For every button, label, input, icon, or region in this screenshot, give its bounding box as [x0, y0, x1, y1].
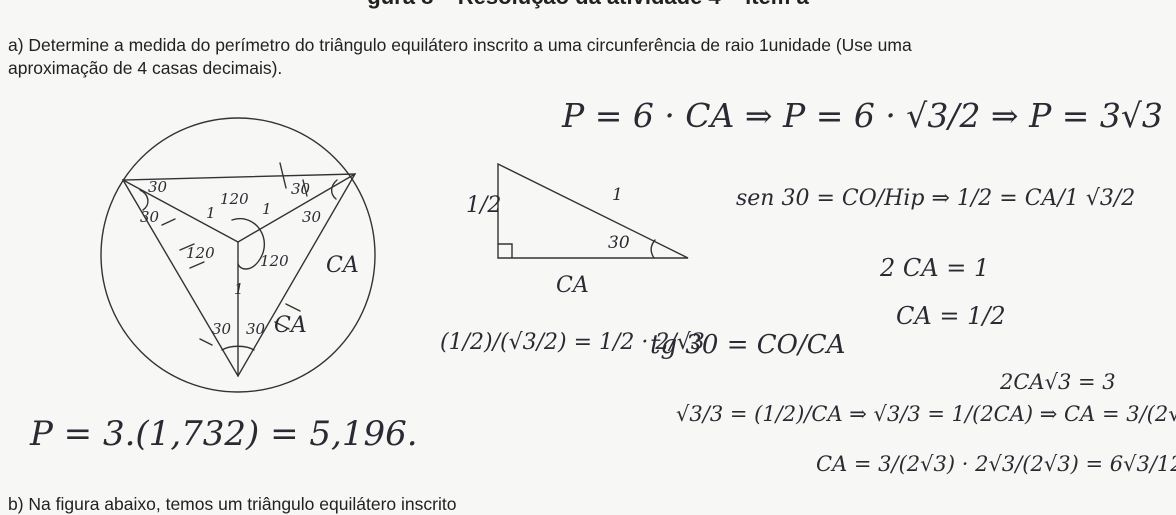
- label-triangle-angle: 30: [608, 233, 630, 253]
- label-angle-a: 30: [148, 178, 168, 196]
- tick-right-a: [285, 303, 301, 312]
- tick-bottom: [199, 338, 213, 346]
- tick-right: [302, 179, 308, 197]
- rationalize-step: CA = 3/(2√3) · 2√3/(2√3) = 6√3/12: [816, 452, 1176, 476]
- label-center-top: 120: [220, 190, 249, 208]
- label-center-right: 120: [260, 252, 289, 270]
- question-b-start: b) Na figura abaixo, temos um triângulo …: [8, 494, 457, 514]
- step-ca-equals-half: CA = 1/2: [896, 302, 1006, 330]
- question-a-statement: a) Determine a medida do perímetro do tr…: [8, 35, 912, 78]
- tick-left-a: [179, 243, 195, 251]
- final-perimeter-result: P = 3.(1,732) = 5,196.: [30, 414, 418, 454]
- label-angle-e: 30: [212, 320, 232, 338]
- tick-top: [279, 162, 287, 189]
- figure-caption: gura 8 – Resolução da atividade 4 – item…: [0, 0, 1176, 10]
- tick-right-b: [274, 321, 290, 330]
- corner-arc-right: [330, 179, 338, 200]
- label-angle-c: 30: [291, 180, 311, 198]
- step-2ca-root3: 2CA√3 = 3: [1000, 370, 1116, 394]
- tick-left-c: [161, 218, 176, 226]
- tick-left-b: [189, 261, 205, 269]
- center-angle-arc: [231, 217, 265, 270]
- radius-line-left: [122, 179, 239, 243]
- root3-ratio-steps: √3/3 = (1/2)/CA ⇒ √3/3 = 1/(2CA) ⇒ CA = …: [676, 402, 1176, 426]
- label-angle-b: 30: [140, 208, 160, 226]
- label-side-ca-right: CA: [326, 253, 359, 278]
- label-triangle-left: 1/2: [466, 193, 501, 218]
- perimeter-formula: P = 6 · CA ⇒ P = 6 · √3/2 ⇒ P = 3√3: [562, 96, 1163, 135]
- circumscribed-circle: [100, 117, 376, 393]
- sine-relation: sen 30 = CO/Hip ⇒ 1/2 = CA/1 √3/2: [736, 186, 1136, 211]
- step-2ca-equals-1: 2 CA = 1: [880, 254, 990, 282]
- corner-arc-bottom: [221, 345, 255, 351]
- triangle-angle-arc: [650, 239, 656, 259]
- label-radius-b: 1: [262, 200, 272, 218]
- label-center-left: 120: [186, 244, 215, 262]
- radius-line-right: [237, 173, 356, 243]
- right-triangle: [497, 162, 689, 259]
- label-radius-a: 1: [206, 204, 216, 222]
- label-radius-c: 1: [234, 280, 244, 298]
- label-side-ca-bottom: CA: [274, 313, 307, 338]
- label-angle-f: 30: [246, 320, 266, 338]
- label-angle-d: 30: [302, 208, 322, 226]
- fraction-simplification: (1/2)/(√3/2) = 1/2 · 2/√3: [440, 330, 705, 355]
- label-triangle-base: CA: [556, 273, 589, 298]
- tangent-relation: tg 30 = CO/CA: [650, 330, 846, 360]
- equilateral-triangle: [121, 173, 357, 378]
- corner-arc-left: [139, 189, 149, 211]
- right-angle-marker: [497, 243, 513, 259]
- label-triangle-hyp: 1: [612, 185, 623, 205]
